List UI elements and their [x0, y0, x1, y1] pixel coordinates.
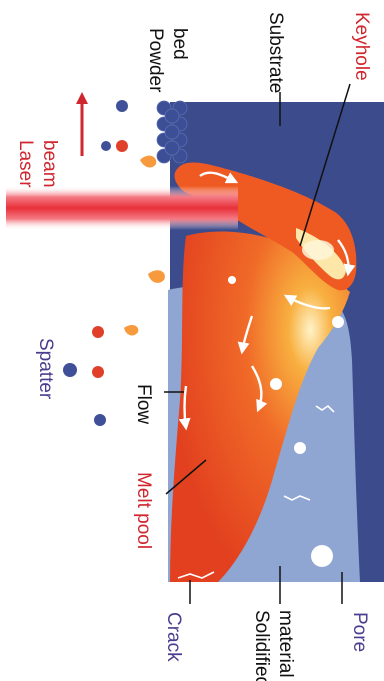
label-solidified-line2: material [275, 610, 296, 678]
laser-beam [6, 186, 238, 230]
label-powder-bed-line2: bed [169, 28, 190, 60]
keyhole-glow [302, 240, 334, 260]
label-substrate: Substrate [265, 12, 286, 93]
label-melt-pool: Melt pool [133, 472, 154, 549]
label-powder-bed-line1: Powder [145, 28, 166, 93]
label-keyhole: Keyhole [351, 12, 372, 81]
label-pore: Pore [349, 612, 370, 652]
laser-direction-arrowhead [76, 92, 88, 104]
label-solidified-line1: Solidified [251, 610, 272, 681]
label-spatter: Spatter [35, 338, 56, 400]
label-crack: Crack [163, 612, 184, 662]
label-flow: Flow [133, 384, 154, 424]
label-laser-beam-line2: beam [39, 140, 60, 188]
label-laser-beam-line1: Laser [15, 140, 36, 188]
spatter-particles [63, 100, 165, 426]
